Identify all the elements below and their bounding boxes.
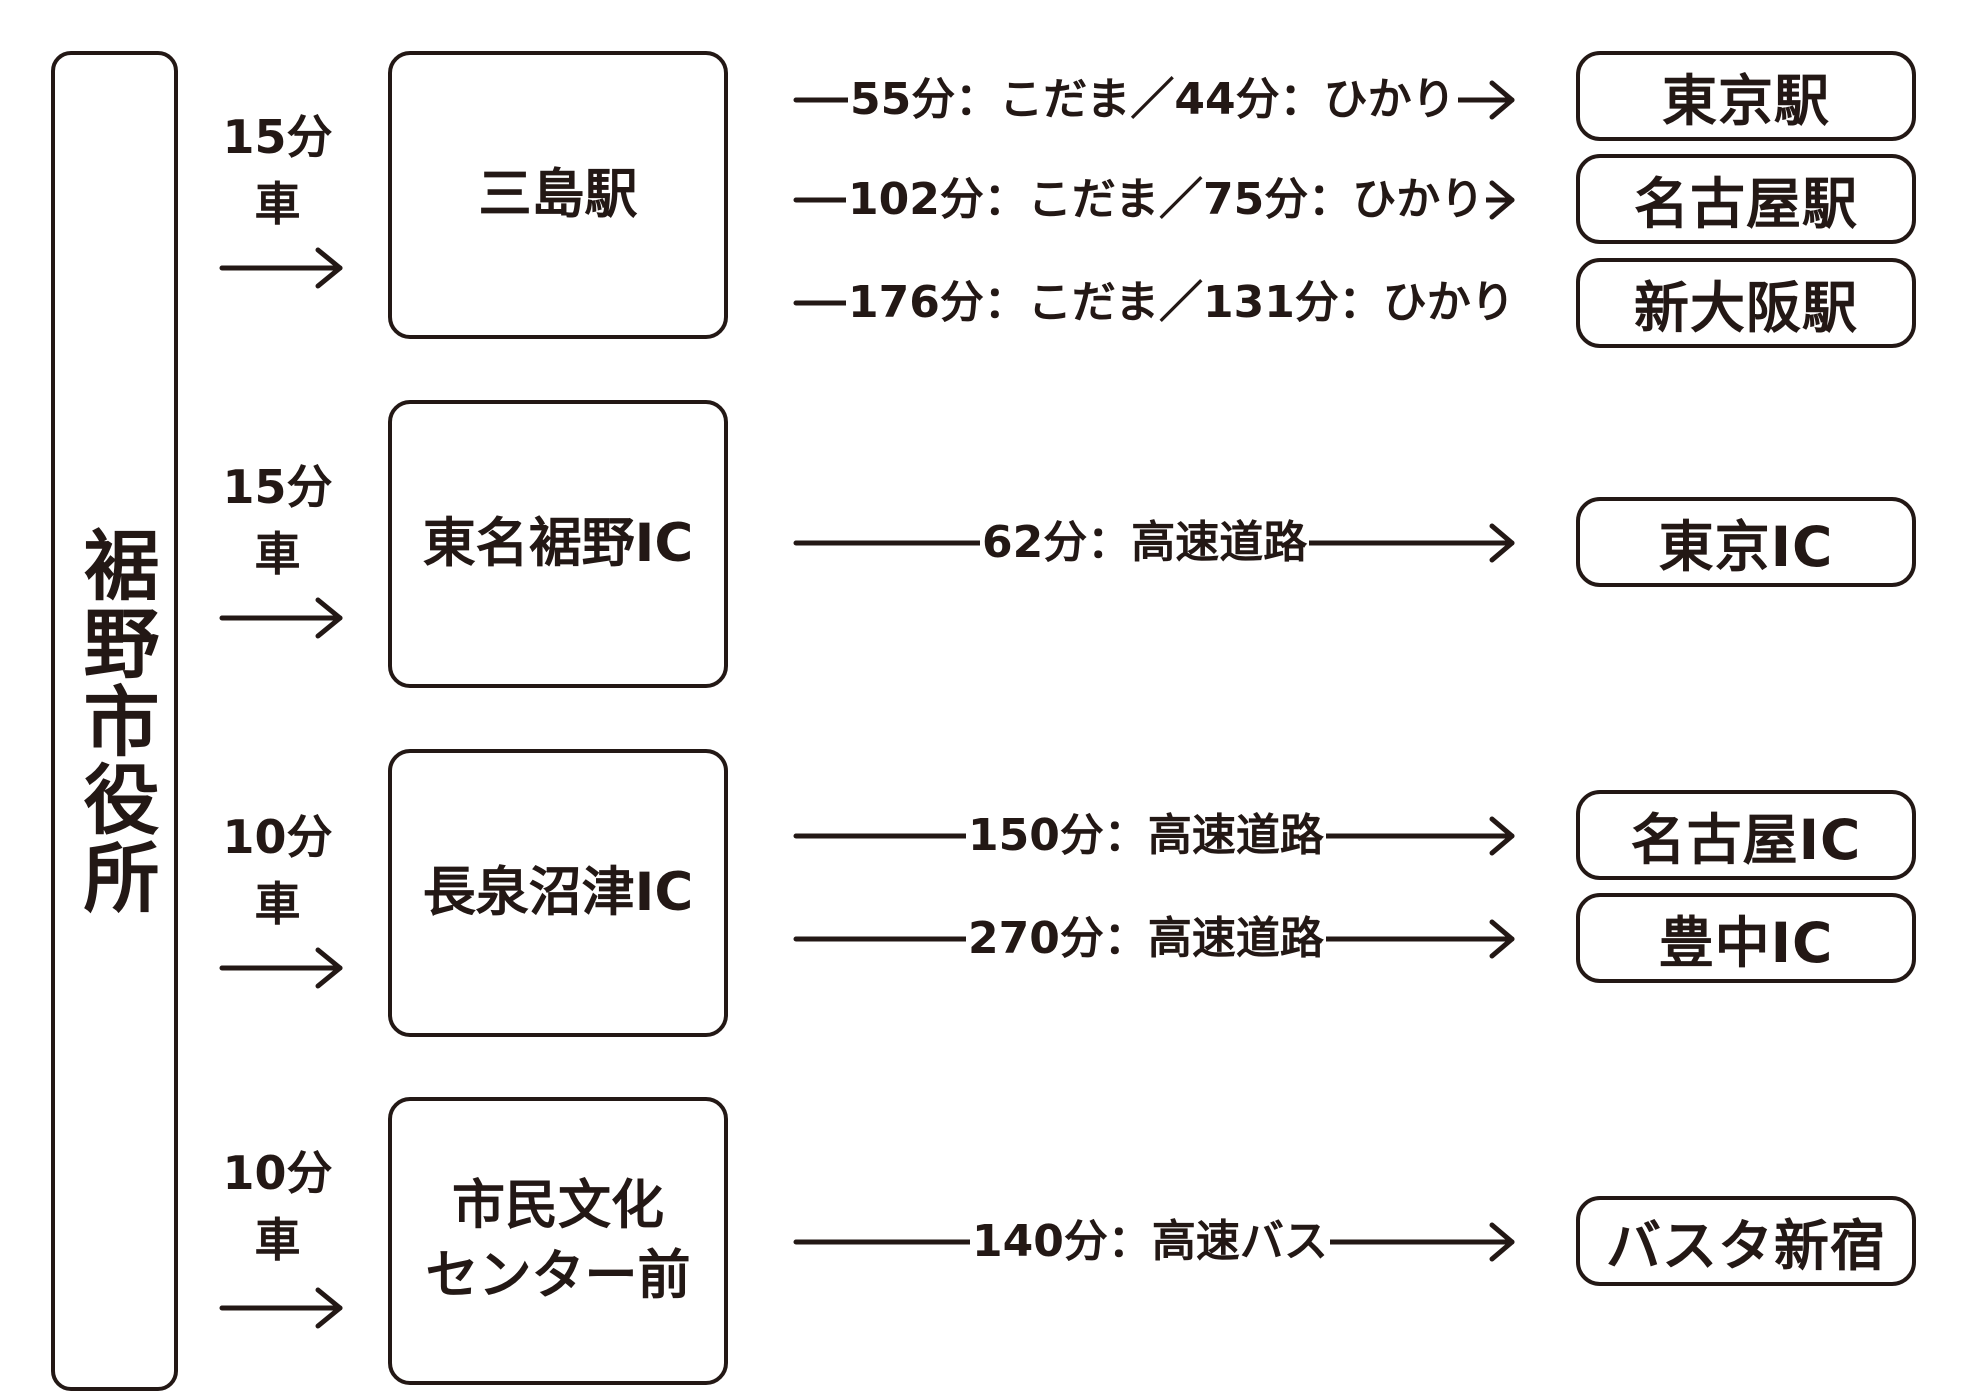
leg-time: 10分 — [222, 1146, 333, 1200]
station-label: 三島駅 — [478, 164, 638, 226]
leg-mode: 車 — [254, 526, 301, 581]
dest-tokyo-station: 東京駅 — [1576, 51, 1916, 141]
dest-toyonaka-ic: 豊中IC — [1576, 893, 1916, 983]
leg-time: 15分 — [222, 110, 333, 164]
dest-shin-osaka-station: 新大阪駅 — [1576, 258, 1916, 348]
leg-time: 10分 — [222, 810, 333, 864]
dest-label: 東京IC — [1658, 515, 1834, 579]
route-label-busta-shinjuku: 140分：高速バス — [970, 1216, 1330, 1267]
route-label-tokyo-ic: 62分：高速道路 — [980, 517, 1310, 568]
route-label-nagoya-station: 102分：こだま／75分：ひかり — [846, 174, 1487, 225]
leg-mode: 車 — [254, 1212, 301, 1267]
leg-3: 10分 車 — [200, 804, 355, 937]
dest-label: 名古屋駅 — [1633, 172, 1858, 236]
leg-arrow-1 — [219, 247, 343, 289]
dest-tokyo-ic: 東京IC — [1576, 497, 1916, 587]
station-label: 市民文化 センター前 — [425, 1175, 691, 1306]
leg-1: 15分 車 — [200, 104, 355, 237]
station-nagaizumi-numazu-ic: 長泉沼津IC — [388, 749, 728, 1037]
station-label: 東名裾野IC — [422, 513, 694, 575]
dest-busta-shinjuku: バスタ新宿 — [1576, 1196, 1916, 1286]
station-mishima: 三島駅 — [388, 51, 728, 339]
dest-label: 豊中IC — [1658, 911, 1834, 975]
route-label-tokyo-station: 55分：こだま／44分：ひかり — [848, 74, 1458, 125]
leg-2: 15分 車 — [200, 454, 355, 587]
leg-arrow-3 — [219, 947, 343, 989]
dest-label: 名古屋IC — [1630, 808, 1862, 872]
leg-4: 10分 車 — [200, 1140, 355, 1273]
route-label-shin-osaka-station: 176分：こだま／131分：ひかり — [846, 277, 1517, 328]
dest-nagoya-ic: 名古屋IC — [1576, 790, 1916, 880]
dest-nagoya-station: 名古屋駅 — [1576, 154, 1916, 244]
dest-label: 東京駅 — [1661, 69, 1830, 133]
leg-arrow-2 — [219, 597, 343, 639]
origin-box: 裾野市役所 — [51, 51, 178, 1391]
station-tomei-susono-ic: 東名裾野IC — [388, 400, 728, 688]
dest-label: バスタ新宿 — [1605, 1214, 1886, 1278]
dest-label: 新大阪駅 — [1633, 276, 1858, 340]
leg-time: 15分 — [222, 460, 333, 514]
origin-label: 裾野市役所 — [70, 526, 160, 916]
leg-mode: 車 — [254, 876, 301, 931]
station-shimin-bunka-center: 市民文化 センター前 — [388, 1097, 728, 1385]
route-label-toyonaka-ic: 270分：高速道路 — [966, 913, 1326, 964]
leg-mode: 車 — [254, 176, 301, 231]
leg-arrow-4 — [219, 1287, 343, 1329]
route-label-nagoya-ic: 150分：高速道路 — [966, 810, 1326, 861]
station-label: 長泉沼津IC — [422, 862, 694, 924]
